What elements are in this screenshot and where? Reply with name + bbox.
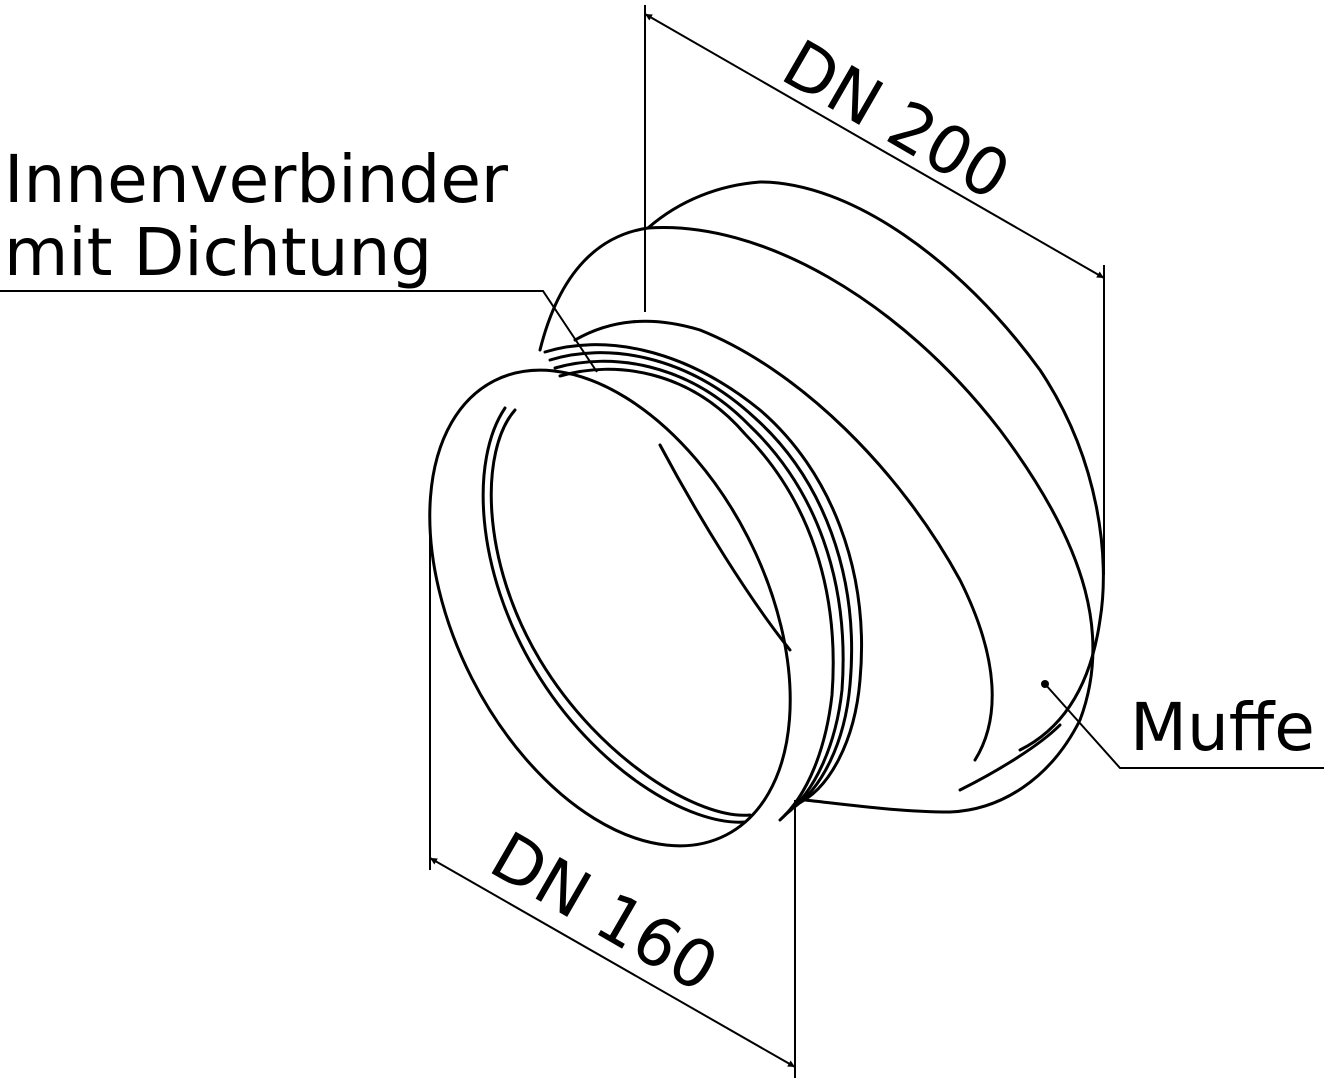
leader-inner-connector: [0, 290, 598, 373]
pipe-inner-rim: [489, 408, 752, 817]
dim-line-dn200: [644, 13, 1105, 279]
pipe-interior-edge: [658, 443, 792, 652]
leader-socket: [1044, 683, 1324, 769]
seal-ring-3: [553, 359, 845, 817]
seal-ring-4: [558, 367, 835, 822]
label-inner-connector-line1: Innenverbinder: [4, 141, 509, 218]
pipe-inner-rim-2: [481, 406, 747, 824]
seal-ring-1: [543, 343, 864, 807]
socket-inner-step: [573, 319, 994, 762]
dim-line-dn160: [429, 857, 796, 1068]
label-socket: Muffe: [1130, 689, 1315, 766]
seal-ring-2: [548, 351, 854, 812]
label-dn200: DN 200: [770, 25, 1023, 215]
socket-bottom-edge: [958, 723, 1062, 792]
pipe-outer-rim: [428, 368, 792, 848]
socket-leader-dot: [1041, 680, 1049, 688]
label-inner-connector-line2: mit Dichtung: [4, 214, 432, 291]
socket-back-edge: [646, 180, 1105, 752]
annotation-lines: [0, 5, 1324, 1078]
